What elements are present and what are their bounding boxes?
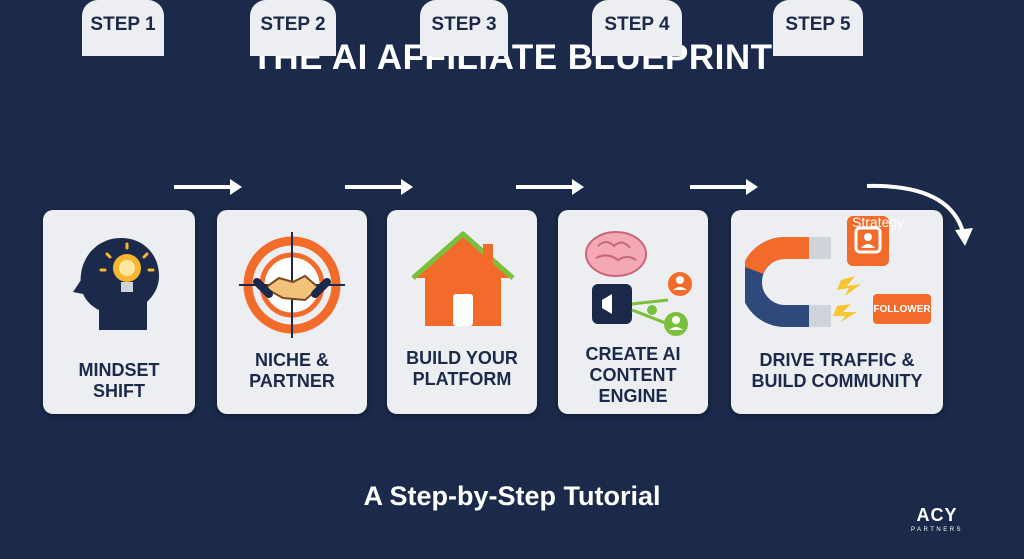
step-3-label: BUILD YOUR PLATFORM xyxy=(406,348,518,389)
follower-label: FOLLOWER xyxy=(873,303,931,315)
arrow-right-icon xyxy=(690,179,758,195)
brain-megaphone-icon xyxy=(585,231,692,336)
arrow-right-icon xyxy=(345,179,413,195)
step-3-card: BUILD YOUR PLATFORM xyxy=(387,210,537,414)
acy-partners-logo: ACY PARTNERS xyxy=(902,505,972,533)
step-1-tab: STEP 1 xyxy=(82,0,164,56)
step-4-tab: STEP 4 xyxy=(592,0,682,56)
step-3-tab: STEP 3 xyxy=(420,0,508,56)
step-1-card: MINDSET SHIFT xyxy=(43,210,195,414)
magnet-icon xyxy=(745,236,861,327)
page-title: THE AI AFFILIATE BLUEPRINT xyxy=(251,38,773,77)
step-2-label: NICHE & PARTNER xyxy=(249,350,335,391)
step-2-tab: STEP 2 xyxy=(250,0,336,56)
logo-sub-text: PARTNERS xyxy=(910,527,964,533)
step-4-label: CREATE AI CONTENT ENGINE xyxy=(585,344,681,406)
page-subtitle: A Step-by-Step Tutorial xyxy=(363,481,661,511)
lightbulb-head-icon xyxy=(73,238,159,330)
arrow-right-icon xyxy=(516,179,584,195)
logo-main-text: ACY xyxy=(916,505,958,525)
step-5-label: DRIVE TRAFFIC & BUILD COMMUNITY xyxy=(751,350,923,391)
handshake-target-icon xyxy=(239,232,345,338)
step-1-label: MINDSET SHIFT xyxy=(78,360,160,401)
step-5-tab: STEP 5 xyxy=(773,0,863,56)
step-2-card: NICHE & PARTNER xyxy=(217,210,367,414)
follower-badge: FOLLOWER xyxy=(873,294,931,324)
user-icon xyxy=(854,226,882,266)
step-4-card: CREATE AI CONTENT ENGINE xyxy=(558,210,708,414)
house-icon xyxy=(411,231,515,326)
arrow-right-icon xyxy=(174,179,242,195)
strategy-label: Strategy xyxy=(852,214,905,230)
strategy-badge xyxy=(847,216,889,266)
curved-arrow-icon xyxy=(866,183,973,246)
step-5-card: DRIVE TRAFFIC & BUILD COMMUNITY xyxy=(731,210,943,414)
